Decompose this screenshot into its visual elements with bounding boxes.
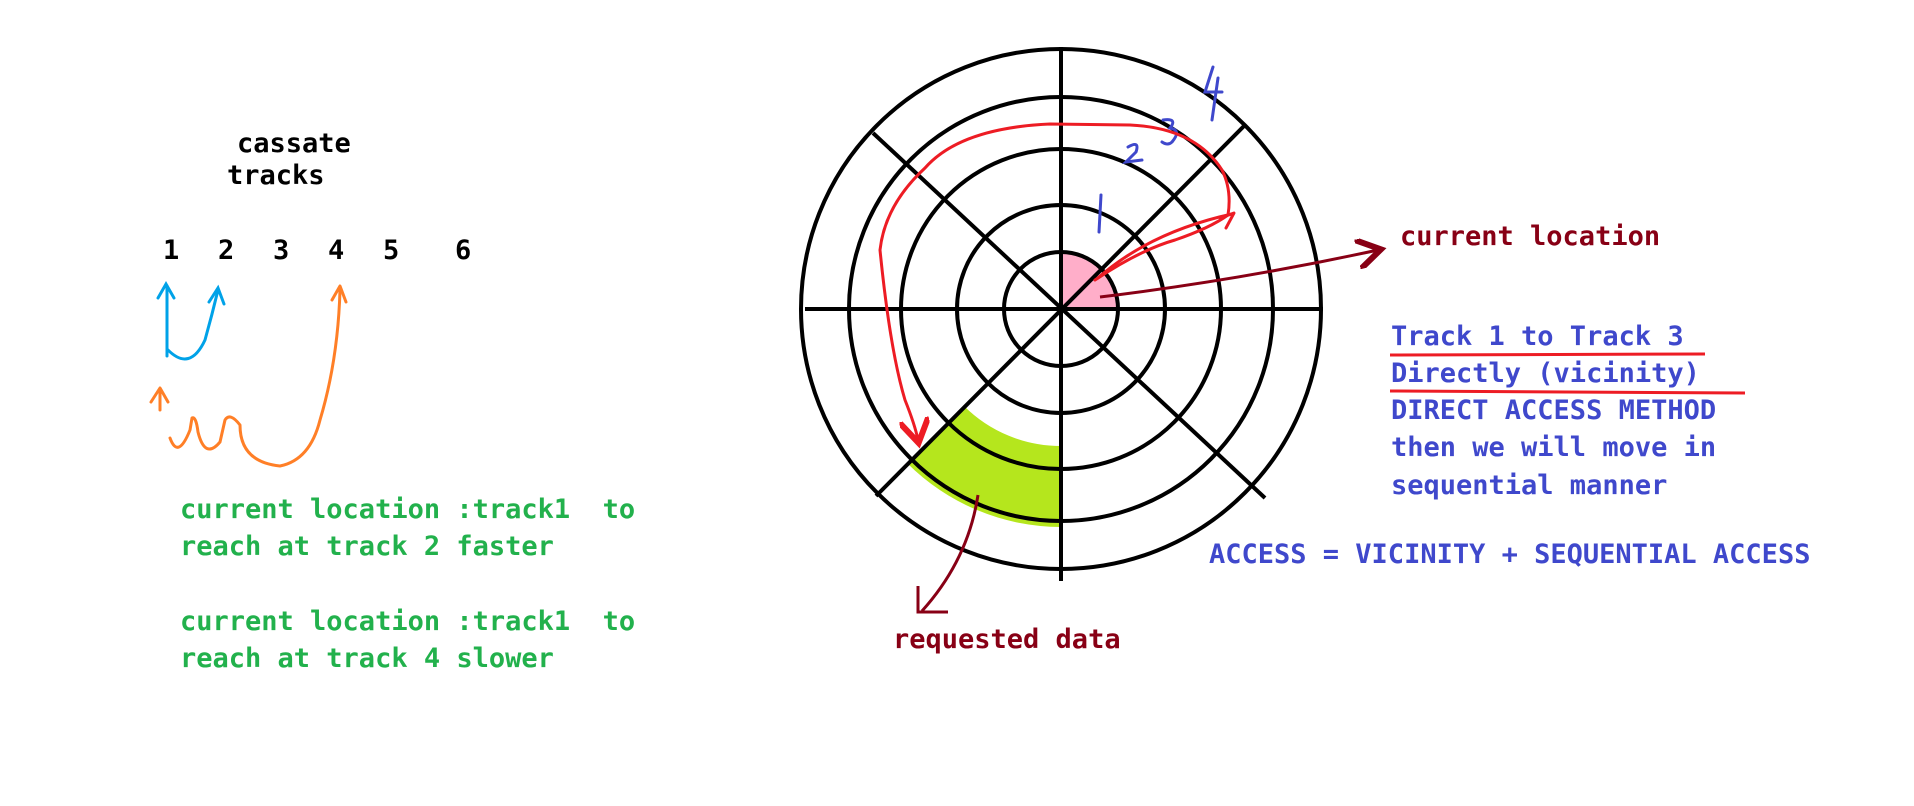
disk-sector-lines bbox=[805, 47, 1323, 581]
track-mark-1 bbox=[1097, 193, 1103, 234]
cassette-title-line2: tracks bbox=[227, 160, 325, 191]
disk bbox=[799, 47, 1323, 581]
explanation-line2: Directly (vicinity) bbox=[1391, 358, 1700, 389]
current-location-pointer bbox=[1099, 250, 1378, 299]
track-number-3: 3 bbox=[273, 235, 289, 266]
explanation-line5: sequential manner bbox=[1391, 470, 1667, 501]
access-formula: ACCESS = VICINITY + SEQUENTIAL ACCESS bbox=[1209, 539, 1810, 570]
track-number-4: 4 bbox=[328, 235, 344, 266]
track-number-1: 1 bbox=[163, 235, 179, 266]
underline-line2 bbox=[1389, 389, 1746, 395]
track-number-2: 2 bbox=[218, 235, 234, 266]
requested-data-arrowhead bbox=[916, 586, 948, 614]
track-number-5: 5 bbox=[383, 235, 399, 266]
track-mark-2 bbox=[1121, 142, 1144, 165]
note2-line1: current location :track1 to bbox=[180, 606, 635, 637]
note1-line1: current location :track1 to bbox=[180, 494, 635, 525]
requested-data-label: requested data bbox=[893, 624, 1121, 655]
requested-data-pointer bbox=[920, 494, 980, 613]
requested-data-sector bbox=[907, 406, 1061, 527]
explanation-line4: then we will move in bbox=[1391, 432, 1716, 463]
note1-line2: reach at track 2 faster bbox=[180, 531, 554, 562]
cyan-arrows bbox=[156, 280, 226, 361]
explanation-line1: Track 1 to Track 3 bbox=[1391, 321, 1684, 352]
cassette-title-line1: cassate bbox=[237, 128, 351, 159]
underline-line1 bbox=[1389, 352, 1706, 357]
track-mark-4 bbox=[1202, 65, 1224, 122]
current-location-label: current location bbox=[1400, 221, 1660, 252]
access-path bbox=[878, 122, 1236, 440]
explanation-line3: DIRECT ACCESS METHOD bbox=[1391, 395, 1716, 426]
orange-arrows bbox=[149, 284, 348, 468]
note2-line2: reach at track 4 slower bbox=[180, 643, 554, 674]
track-number-6: 6 bbox=[455, 235, 471, 266]
